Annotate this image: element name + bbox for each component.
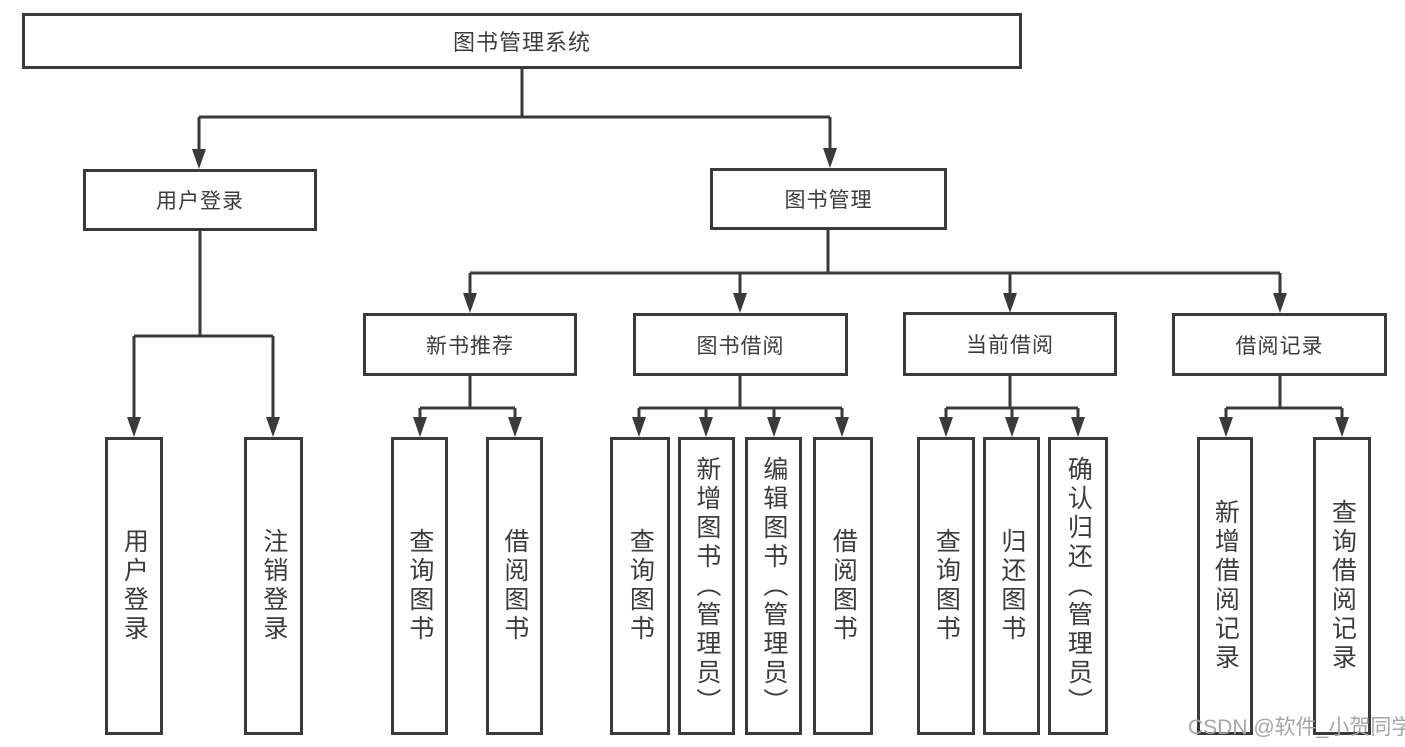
leaf-borrow-book: 借阅图书 xyxy=(813,437,873,735)
leaf-query-book-current: 查询图书 xyxy=(917,437,975,735)
node-new-book-recommend-label: 新书推荐 xyxy=(426,334,514,358)
leaf-user-login: 用户登录 xyxy=(105,437,163,735)
leaf-return-book-label: 归还图书 xyxy=(997,528,1026,644)
node-book-borrow: 图书借阅 xyxy=(633,313,848,376)
leaf-add-book-admin: 新增图书（管理员） xyxy=(678,437,735,735)
leaf-return-book: 归还图书 xyxy=(983,437,1040,735)
node-user-login: 用户登录 xyxy=(83,169,317,231)
leaf-logout: 注销登录 xyxy=(244,437,303,735)
leaf-query-borrow-record-label: 查询借阅记录 xyxy=(1328,499,1357,673)
node-root-system: 图书管理系统 xyxy=(22,13,1022,69)
node-book-management-label: 图书管理 xyxy=(784,189,873,212)
leaf-query-book-current-label: 查询图书 xyxy=(932,528,961,644)
node-new-book-recommend: 新书推荐 xyxy=(363,313,577,376)
leaf-borrow-book-recommend-label: 借阅图书 xyxy=(500,528,529,644)
node-borrow-records-label: 借阅记录 xyxy=(1235,334,1324,358)
csdn-watermark: CSDN @软件_小贺同学 xyxy=(1188,716,1405,739)
leaf-query-book-recommend: 查询图书 xyxy=(391,437,448,735)
leaf-borrow-book-recommend: 借阅图书 xyxy=(486,437,543,735)
leaf-add-borrow-record: 新增借阅记录 xyxy=(1197,437,1253,735)
node-book-borrow-label: 图书借阅 xyxy=(696,334,785,358)
node-root-system-label: 图书管理系统 xyxy=(452,30,591,55)
leaf-edit-book-admin-label: 编辑图书（管理员） xyxy=(759,455,788,717)
leaf-edit-book-admin: 编辑图书（管理员） xyxy=(745,437,802,735)
node-current-borrow: 当前借阅 xyxy=(903,312,1117,376)
node-borrow-records: 借阅记录 xyxy=(1172,313,1387,376)
leaf-logout-label: 注销登录 xyxy=(259,528,288,644)
leaf-add-borrow-record-label: 新增借阅记录 xyxy=(1211,499,1240,673)
leaf-query-book-borrow: 查询图书 xyxy=(610,437,670,735)
node-user-login-label: 用户登录 xyxy=(156,190,244,213)
leaf-user-login-label: 用户登录 xyxy=(120,528,149,644)
node-book-management: 图书管理 xyxy=(710,168,947,230)
leaf-query-book-recommend-label: 查询图书 xyxy=(405,528,434,644)
leaf-query-borrow-record: 查询借阅记录 xyxy=(1313,437,1371,735)
node-current-borrow-label: 当前借阅 xyxy=(966,334,1054,357)
leaf-add-book-admin-label: 新增图书（管理员） xyxy=(692,455,721,717)
leaf-confirm-return-admin: 确认归还（管理员） xyxy=(1048,437,1108,735)
leaf-query-book-borrow-label: 查询图书 xyxy=(626,528,655,644)
leaf-confirm-return-admin-label: 确认归还（管理员） xyxy=(1064,455,1093,717)
leaf-borrow-book-label: 借阅图书 xyxy=(829,528,858,644)
